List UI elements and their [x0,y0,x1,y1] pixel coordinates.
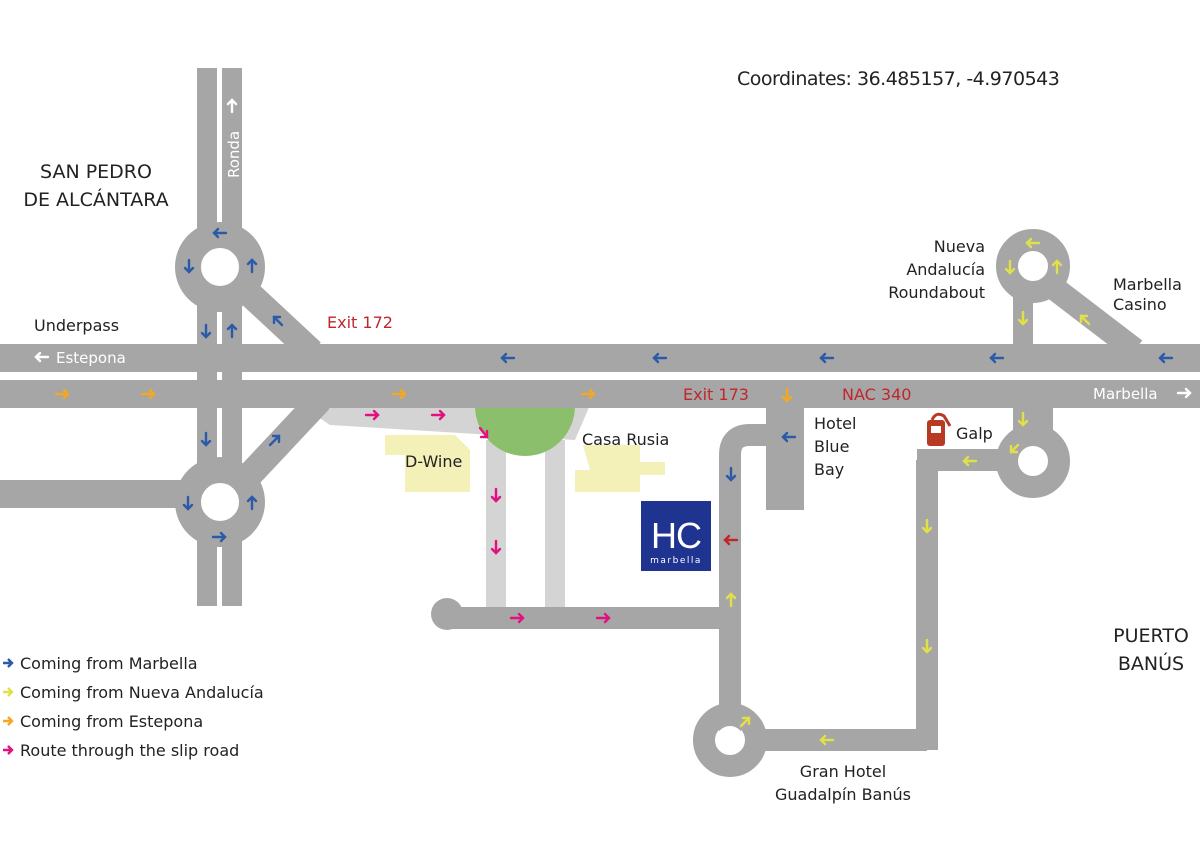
logo-letters: HC [651,515,701,556]
san-pedro-label-2: DE ALCÁNTARA [23,188,168,211]
arrows [34,98,1192,746]
legend-item: Route through the slip road [3,741,239,760]
gran-hotel-label: Gran Hotel [800,762,886,781]
legend-arrow-icon [3,658,14,668]
dead-end [431,598,463,630]
exit-172-label: Exit 172 [327,313,393,332]
gas-pump-icon [927,412,952,446]
south-roads [445,390,1010,777]
marbella-label: Marbella [1093,385,1158,403]
san-pedro-label: SAN PEDRO [40,161,152,183]
hotel-blue-bay-label-3: Bay [814,460,844,479]
hotel-blue-bay-label: Hotel [814,414,856,433]
marbella-casino-label-2: Casino [1113,295,1167,314]
nac-340-label: NAC 340 [842,385,911,404]
marbella-casino-label: Marbella [1113,275,1182,294]
buildings [385,435,665,492]
nueva-andalucia-label-3: Roundabout [888,283,985,302]
roundabout-cores [202,249,1046,754]
hotel-blue-bay-label-2: Blue [814,437,849,456]
logo-sub: marbella [650,556,702,566]
legend-arrow-icon [3,716,14,726]
hc-marbella-logo: HC marbella [641,501,711,571]
yellow-arrows [725,237,1091,746]
coordinates-label: Coordinates: 36.485157, -4.970543 [737,68,1059,90]
red-arrow [723,534,739,546]
puerto-banus-label-2: BANÚS [1118,651,1184,675]
casa-rusia-label: Casa Rusia [582,430,669,449]
ronda-label: Ronda [225,131,243,178]
puerto-banus-label: PUERTO [1113,625,1189,647]
nueva-andalucia-label-2: Andalucía [906,260,985,279]
exit-173-label: Exit 173 [683,385,749,404]
legend-label: Coming from Estepona [20,712,203,731]
legend-item: Coming from Nueva Andalucía [3,683,264,702]
legend-arrow-icon [3,745,14,755]
legend-arrow-icon [3,687,14,697]
east-junction [996,229,1143,498]
orange-arrows [54,387,793,403]
blue-arrows [182,227,1174,543]
labels: Coordinates: 36.485157, -4.970543 SAN PE… [23,68,1189,804]
legend-label: Coming from Nueva Andalucía [20,683,264,702]
d-wine-label: D-Wine [405,452,462,471]
legend-label: Route through the slip road [20,741,239,760]
west-junction [0,68,330,606]
pink-arrows [364,409,611,624]
galp-label: Galp [956,424,993,443]
gran-hotel-label-2: Guadalpín Banús [775,785,911,804]
underpass-label: Underpass [34,316,119,335]
estepona-label: Estepona [56,349,126,367]
white-arrows [34,98,1192,399]
highway [0,344,1200,408]
legend-label: Coming from Marbella [20,654,198,673]
legend-item: Coming from Estepona [3,712,203,731]
green-roundabout [475,406,575,456]
legend-item: Coming from Marbella [3,654,198,673]
nueva-andalucia-label: Nueva [934,237,985,256]
